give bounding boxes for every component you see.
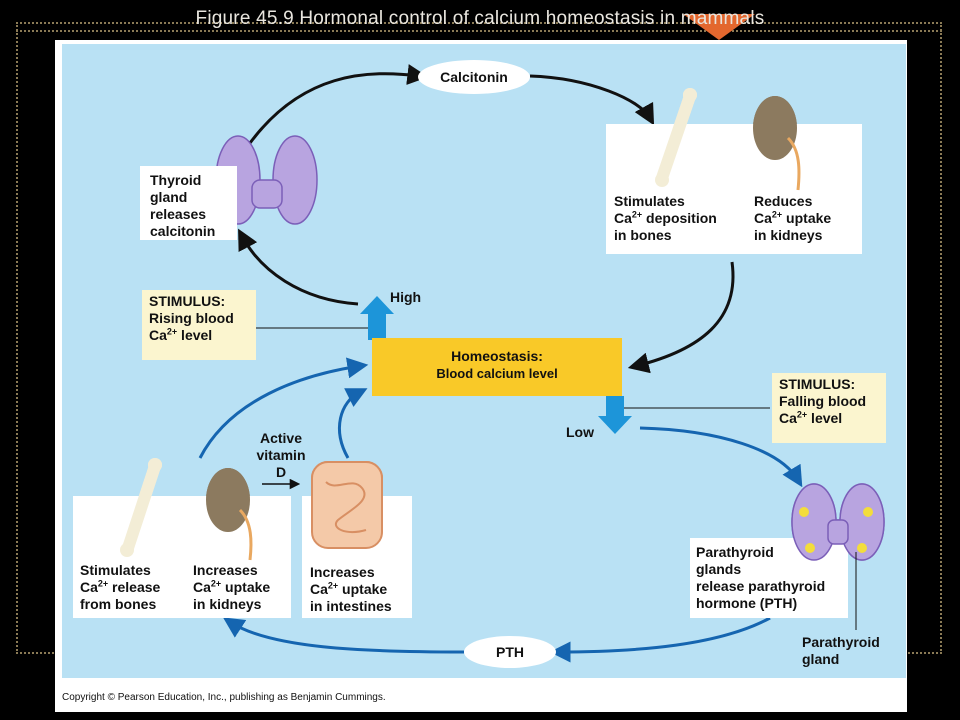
top-right-targets-box — [606, 124, 862, 254]
arrow-targets-to-homeostasis — [627, 261, 735, 374]
stimulus-falling-line-2: Falling blood — [779, 393, 867, 409]
vitamin-d-label: Active vitamin D — [256, 430, 306, 480]
calcitonin-pill: Calcitonin — [418, 60, 530, 94]
parathyroid-illustration — [791, 483, 885, 630]
bone-bottom-illustration — [120, 458, 162, 557]
arrow-pth-to-targets — [222, 617, 465, 654]
arrow-high-to-thyroid — [238, 228, 359, 306]
low-arrow — [598, 396, 632, 434]
parathyroid-release-label: Parathyroid glands release parathyroid h… — [696, 544, 826, 611]
homeostasis-box: Homeostasis: Blood calcium level — [372, 338, 622, 396]
increases-intestine-uptake-label: Increases Ca2+ uptake in intestines — [310, 564, 392, 614]
low-label: Low — [566, 424, 594, 440]
increases-kidney-uptake-label: Increases Ca2+ uptake in kidneys — [193, 562, 271, 612]
homeostasis-subtitle: Blood calcium level — [436, 366, 558, 381]
thyroid-line-1: Thyroid — [150, 172, 202, 188]
accent-shape — [683, 14, 755, 40]
kidney-top-illustration — [753, 96, 801, 191]
arrow-calcitonin-to-targets — [529, 74, 655, 126]
arrow-parathyroid-to-pth — [549, 616, 771, 663]
thyroid-label: Thyroid gland releases calcitonin — [150, 172, 215, 240]
thyroid-line-4: calcitonin — [150, 223, 216, 239]
bottom-left-targets-box — [73, 496, 291, 618]
arrow-thyroid-to-calcitonin — [243, 64, 429, 151]
stimulus-rising-line-3: Ca2+ level — [149, 326, 213, 343]
parathyroid-gland-label: Parathyroid gland — [802, 634, 880, 667]
stimulates-deposition-label: Stimulates Ca2+ deposition in bones — [614, 193, 717, 243]
kidney-bottom-illustration — [206, 468, 253, 561]
intestines-illustration — [311, 461, 383, 549]
thyroid-line-3: releases — [150, 206, 207, 222]
thyroid-line-2: gland — [150, 189, 188, 205]
stimulus-falling-box: STIMULUS: Falling blood Ca2+ level — [772, 373, 886, 443]
arrow-intestines-to-homeostasis — [338, 388, 368, 459]
stimulates-release-label: Stimulates Ca2+ release from bones — [80, 562, 161, 612]
arrow-low-to-parathyroid — [639, 426, 803, 488]
high-arrow — [360, 296, 394, 340]
bone-top-illustration — [655, 88, 697, 187]
arrow-bones-to-homeostasis — [198, 357, 369, 459]
title-rule — [16, 30, 942, 32]
stimulus-falling-line-3: Ca2+ level — [779, 409, 843, 426]
high-label: High — [390, 289, 422, 305]
slide-title: Figure 45.9 Hormonal control of calcium … — [195, 8, 765, 29]
homeostasis-title: Homeostasis: — [451, 348, 543, 364]
reduces-uptake-label: Reduces Ca2+ uptake in kidneys — [754, 193, 832, 243]
stimulus-rising-box: STIMULUS: Rising blood Ca2+ level — [142, 290, 256, 360]
stimulus-falling-line-1: STIMULUS: — [779, 376, 856, 392]
pth-pill: PTH — [464, 636, 556, 668]
stimulus-rising-line-2: Rising blood — [149, 310, 234, 326]
thyroid-label-box — [140, 166, 237, 240]
copyright-text: Copyright © Pearson Education, Inc., pub… — [62, 692, 386, 703]
stimulus-rising-line-1: STIMULUS: — [149, 293, 226, 309]
